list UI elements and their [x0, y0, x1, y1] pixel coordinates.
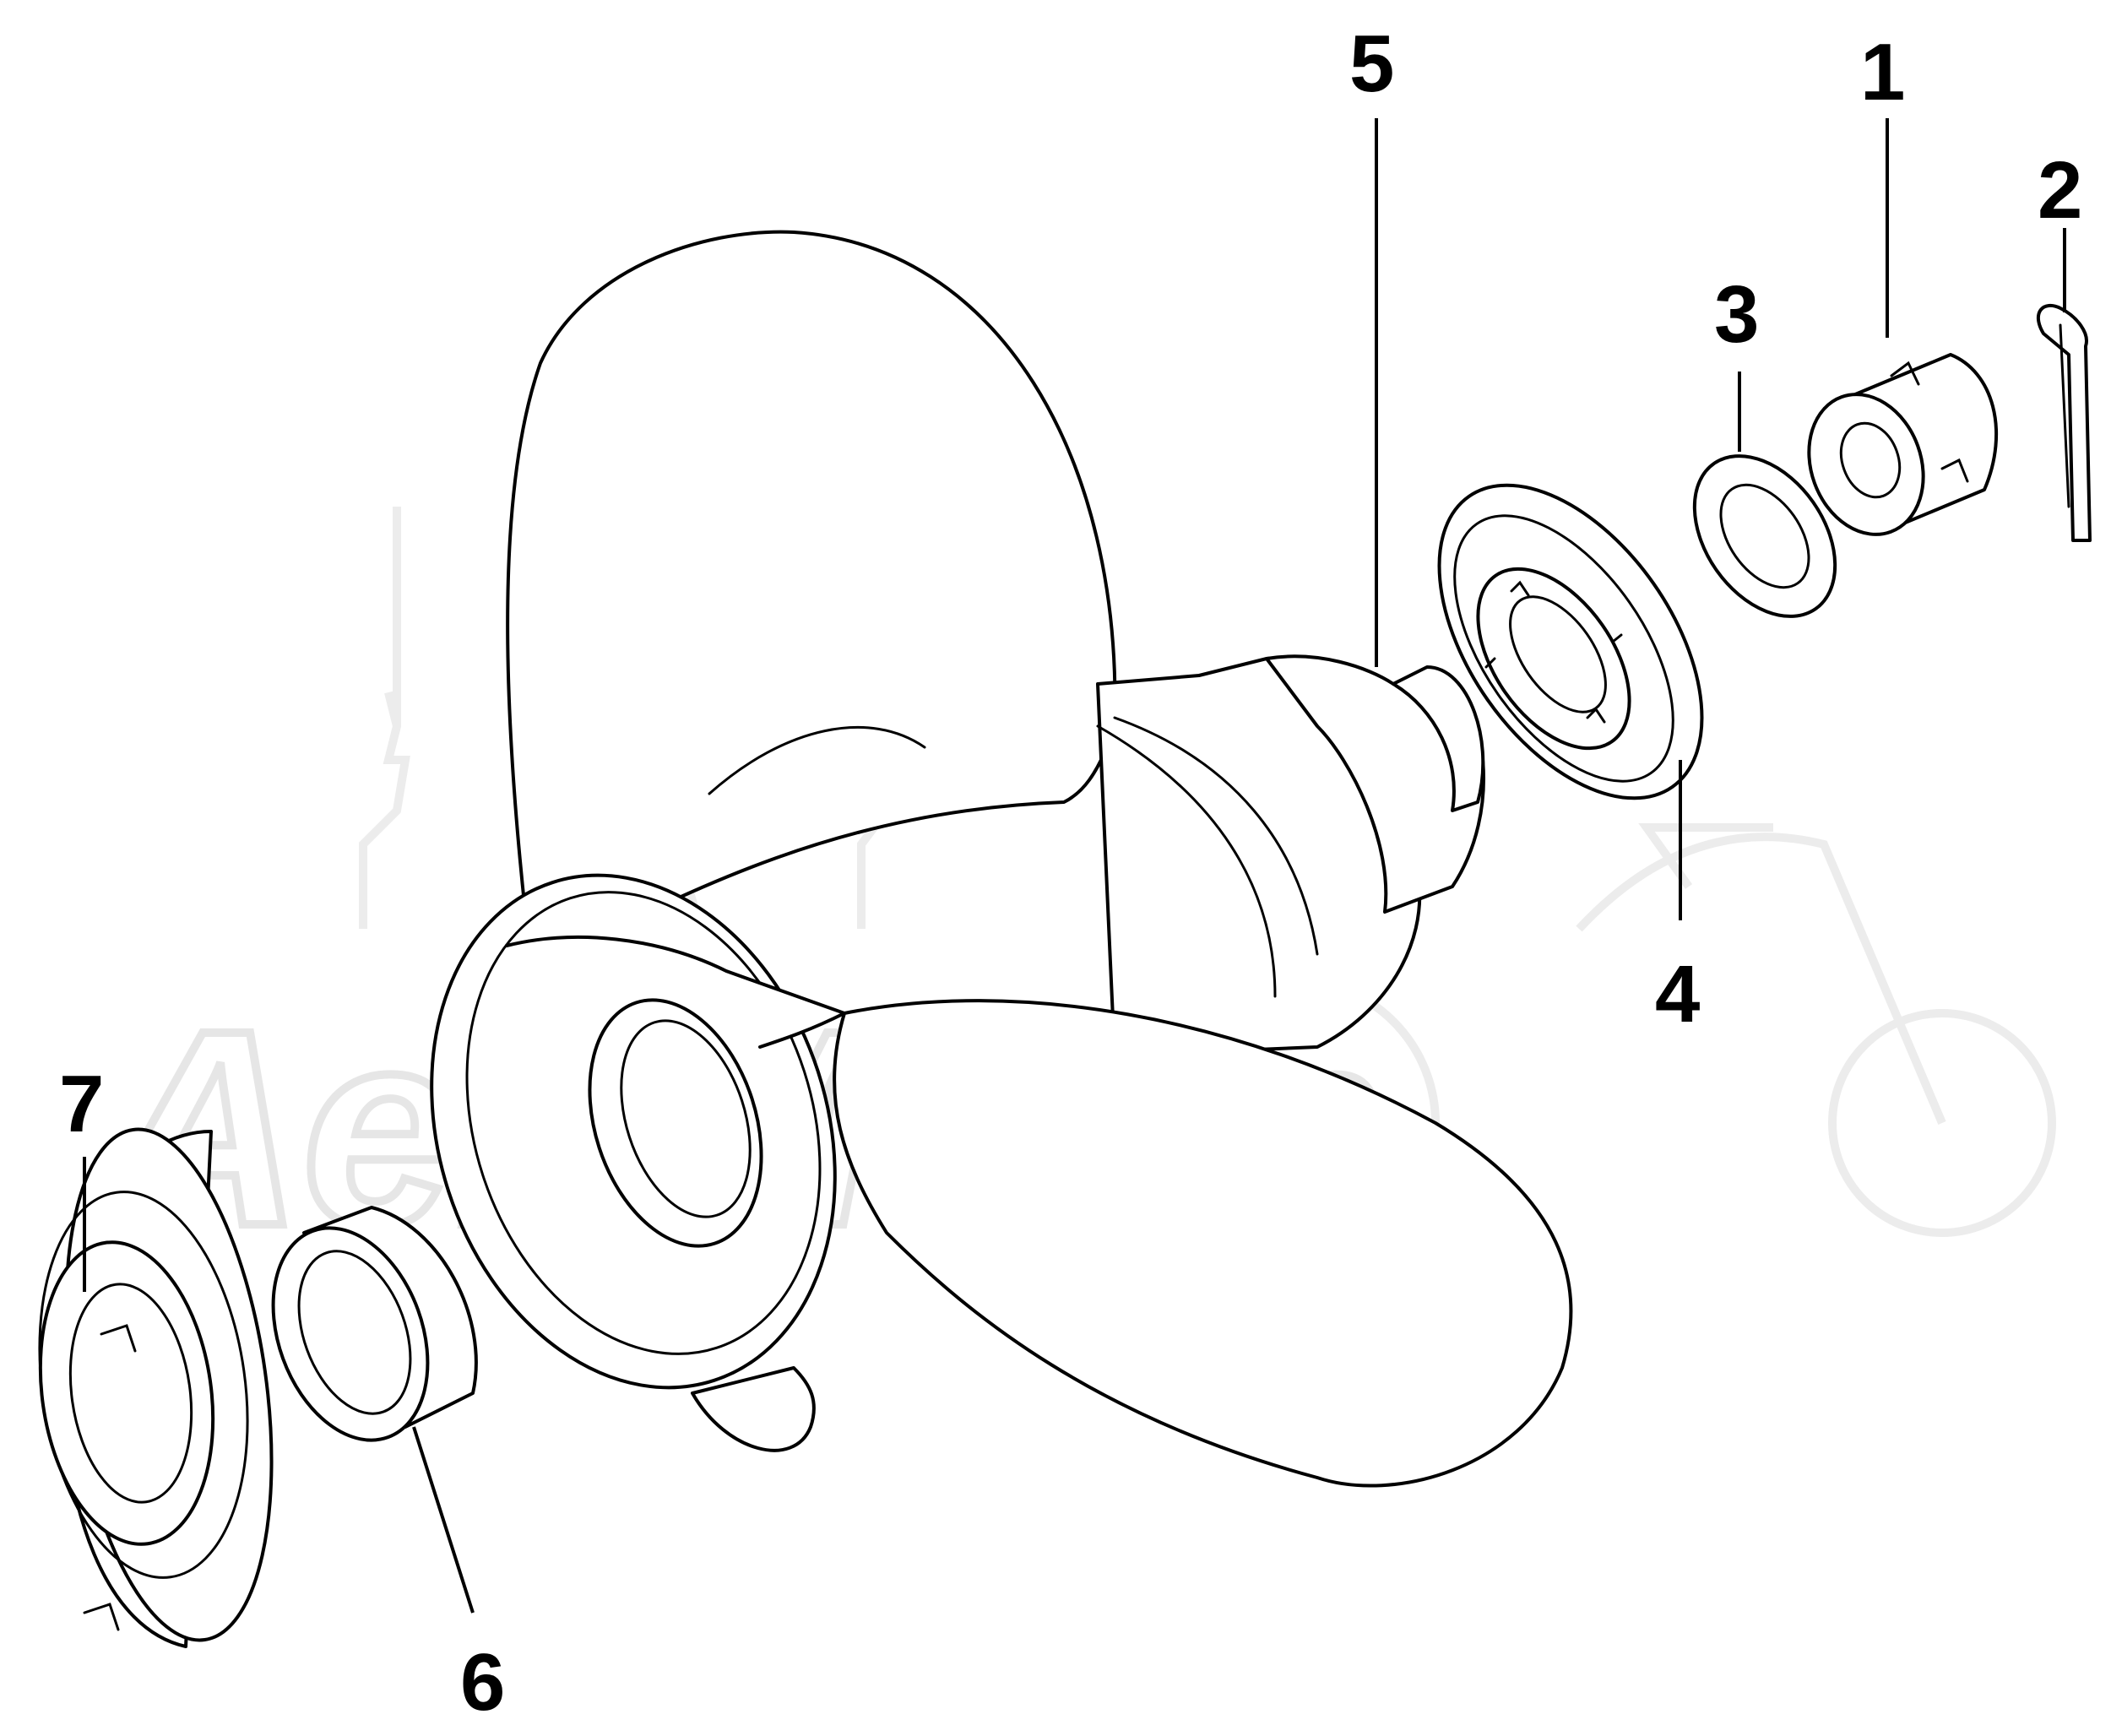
- callout-7: 7: [59, 1059, 104, 1149]
- callout-5: 5: [1349, 19, 1394, 109]
- leader-6: [412, 1426, 475, 1614]
- callout-2: 2: [2038, 145, 2082, 236]
- leader-lines: [83, 118, 2066, 1614]
- bushing: [271, 1206, 478, 1442]
- thrust-hub-rear: [1437, 483, 1704, 800]
- callout-4: 4: [1655, 949, 1700, 1039]
- callouts: 5 1 2 3 4 7 6: [59, 19, 2082, 1728]
- cotter-pin: [2037, 303, 2092, 542]
- castle-nut: [1807, 353, 1999, 536]
- washer: [1692, 454, 1837, 618]
- propeller: [430, 230, 1573, 1488]
- thrust-hub-front: [38, 1127, 274, 1648]
- callout-6: 6: [460, 1637, 505, 1728]
- callout-3: 3: [1714, 269, 1759, 360]
- callout-1: 1: [1860, 27, 1905, 117]
